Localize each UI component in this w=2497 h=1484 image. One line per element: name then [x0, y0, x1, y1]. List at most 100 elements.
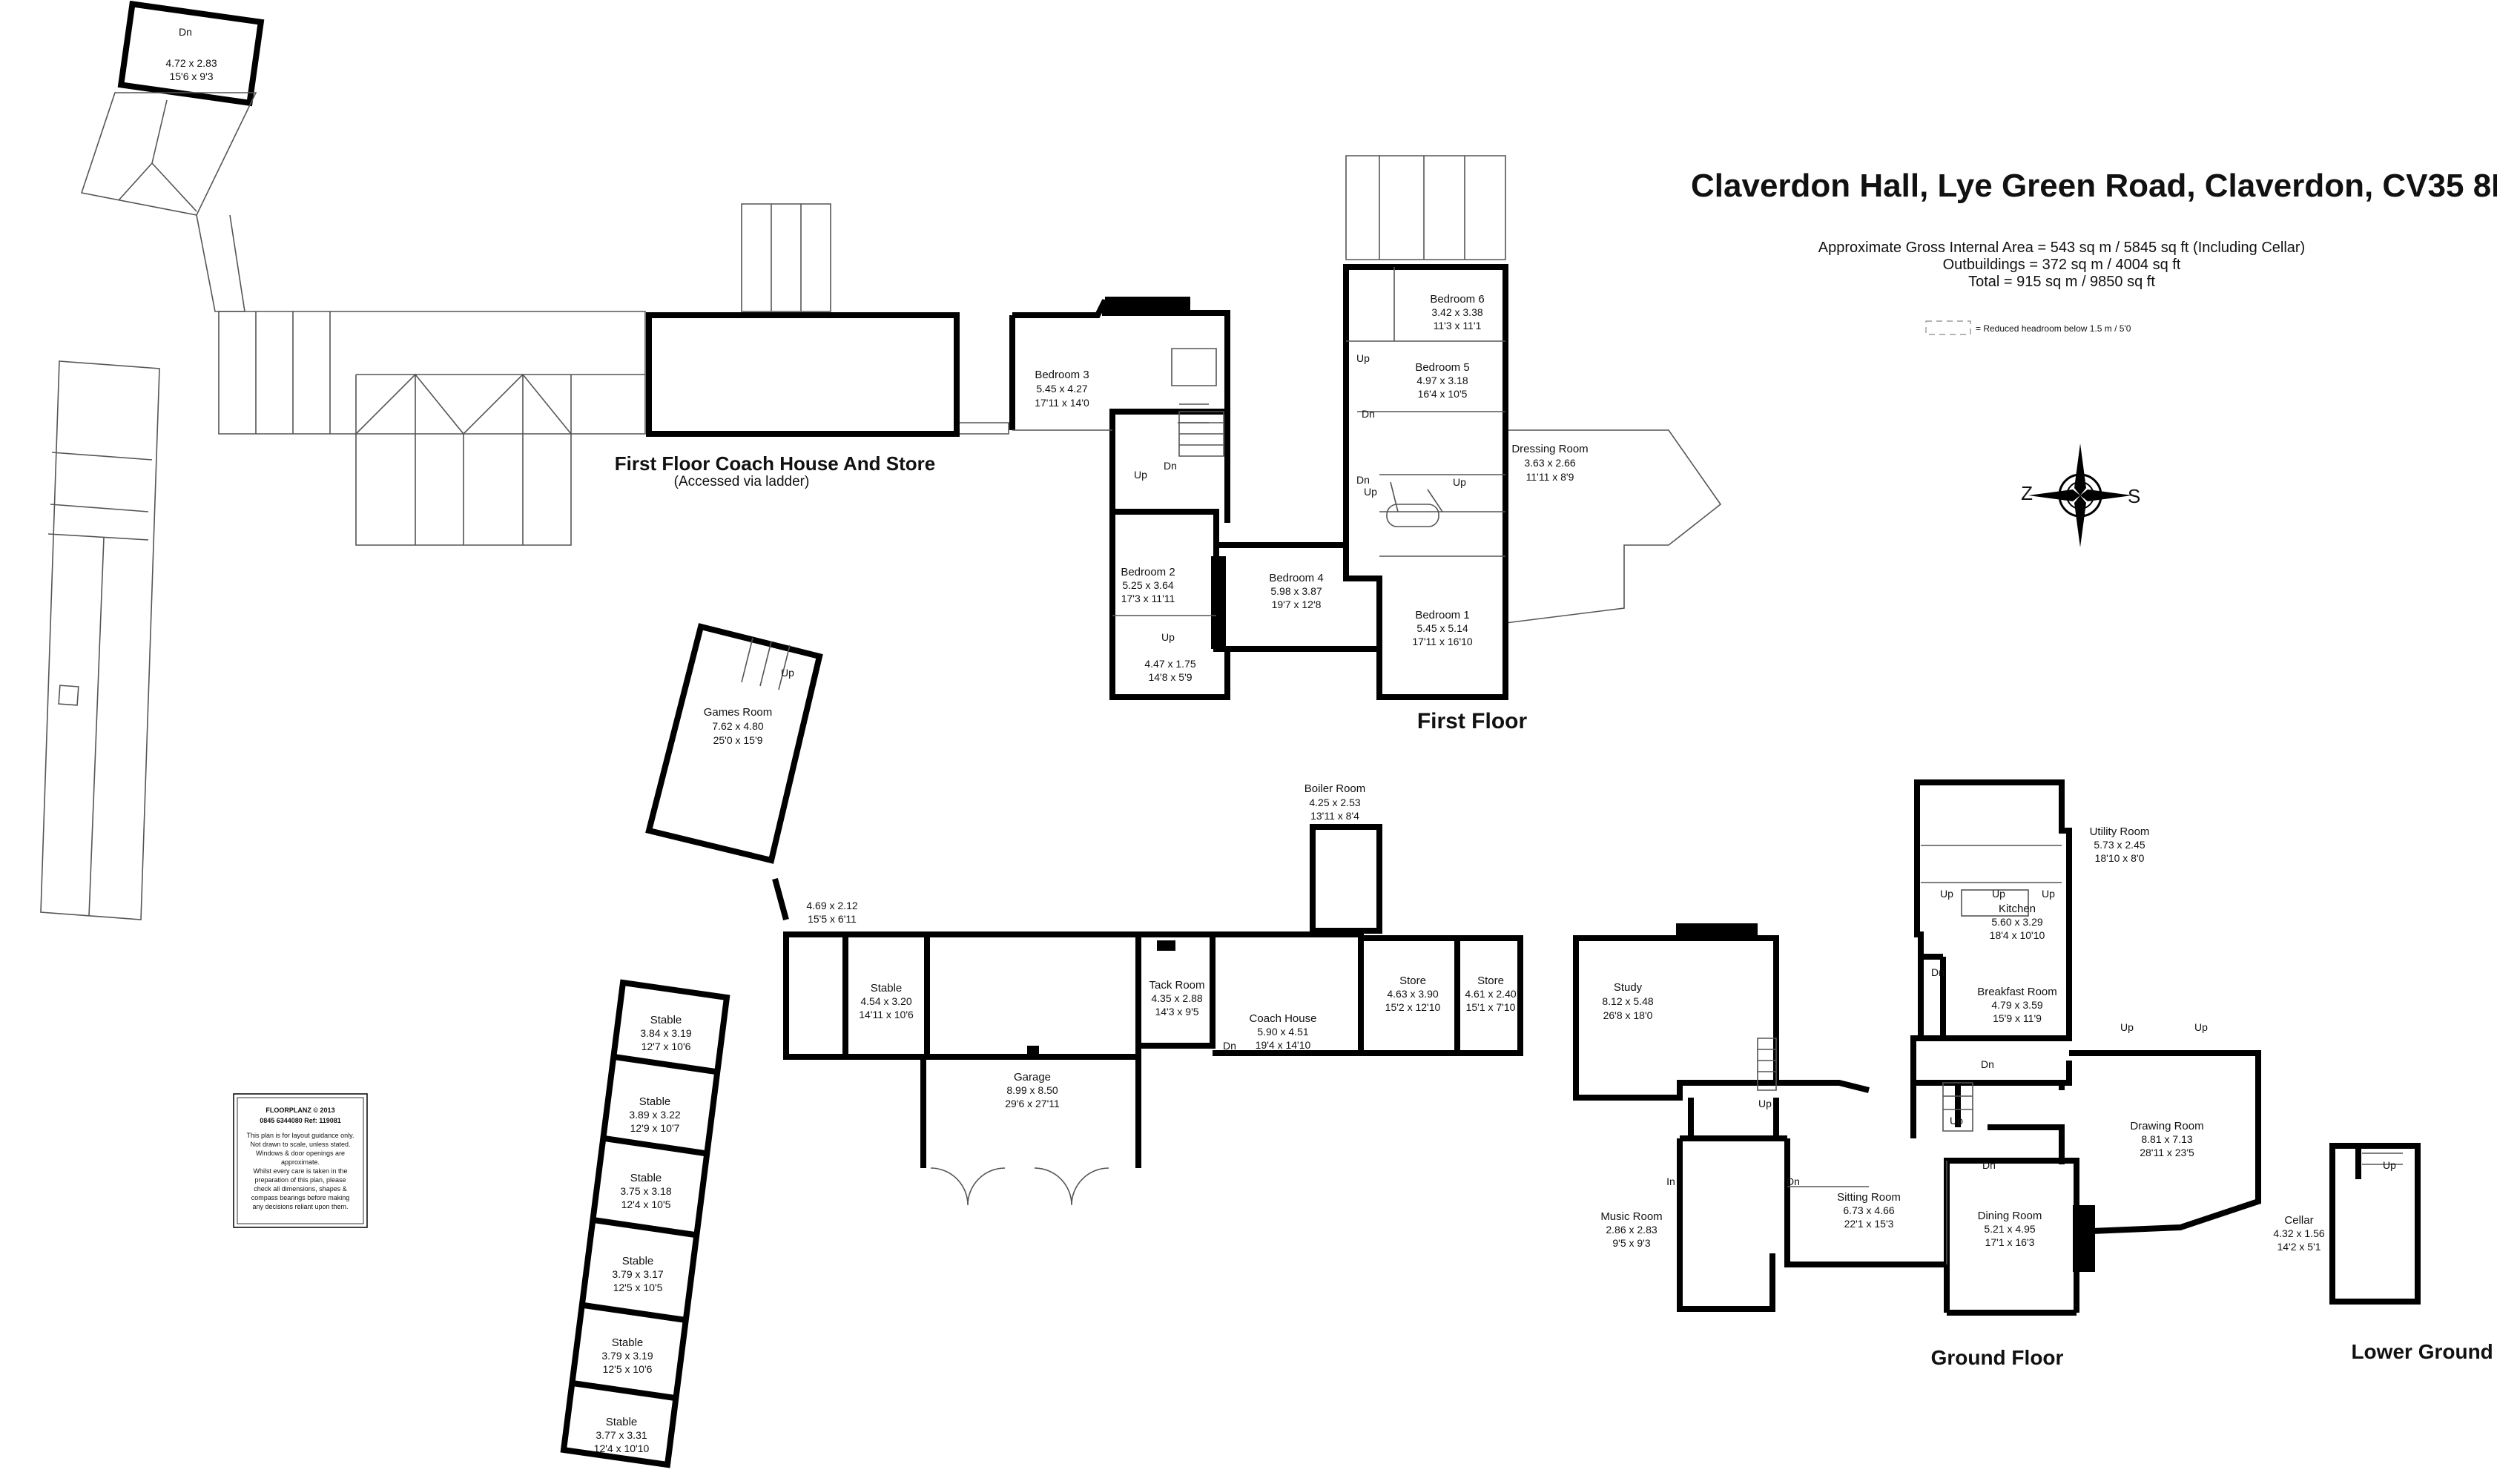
- stable-a-name: Stable: [871, 982, 903, 995]
- stable6-metric: 3.77 x 3.31: [596, 1429, 647, 1441]
- drawing-room-name: Drawing Room: [2130, 1120, 2203, 1132]
- roof-outlines: [40, 0, 1722, 920]
- disclaimer-line-3: Windows & door openings are: [256, 1150, 345, 1157]
- reduced-headroom-text: = Reduced headroom below 1.5 m / 5'0: [1976, 323, 2131, 334]
- tack-room-name: Tack Room: [1149, 979, 1204, 992]
- first-floor-coach-house: [646, 312, 960, 437]
- gf-up-label-5: Up: [2042, 888, 2055, 900]
- stable4-metric: 3.79 x 3.17: [612, 1268, 663, 1280]
- outbuildings-area: Outbuildings = 372 sq m / 4004 sq ft: [1943, 257, 2181, 273]
- games-up-label: Up: [781, 667, 794, 679]
- breakfast-room-imperial: 15'9 x 11'9: [1993, 1012, 2042, 1024]
- outbuildings-ground: [783, 824, 1523, 1206]
- disclaimer-line-9: any decisions reliant upon them.: [252, 1203, 348, 1210]
- small-room-metric: 4.47 x 1.75: [1144, 658, 1195, 670]
- compass-n: Z: [2021, 482, 2033, 504]
- drawing-room-metric: 8.81 x 7.13: [2141, 1133, 2192, 1145]
- boiler-room-metric: 4.25 x 2.53: [1309, 797, 1360, 808]
- store1-name: Store: [1399, 975, 1426, 987]
- bedroom6-metric: 3.42 x 3.38: [1431, 306, 1482, 318]
- bedroom1-name: Bedroom 1: [1415, 609, 1469, 621]
- stable4-imperial: 12'5 x 10'5: [613, 1282, 663, 1293]
- disclaimer-box: FLOORPLANZ © 2013 0845 6344080 Ref: 1190…: [233, 1093, 368, 1228]
- disclaimer-line-4: approximate.: [281, 1158, 320, 1166]
- utility-room-metric: 5.73 x 2.45: [2094, 839, 2145, 851]
- ff-up-label-5: Up: [1161, 631, 1175, 643]
- music-room-imperial: 9'5 x 9'3: [1612, 1237, 1650, 1249]
- disclaimer-phone: 0845 6344080 Ref: 119081: [260, 1117, 341, 1124]
- first-floor-title: First Floor: [1417, 709, 1528, 733]
- coach-house-metric: 5.90 x 4.51: [1257, 1026, 1308, 1038]
- stable-a-metric: 4.54 x 3.20: [860, 995, 911, 1007]
- stable6-imperial: 12'4 x 10'10: [594, 1442, 650, 1454]
- store2-imperial: 15'1 x 7'10: [1466, 1001, 1516, 1013]
- breakfast-room-metric: 4.79 x 3.59: [1991, 999, 2042, 1011]
- cellar-imperial: 14'2 x 5'1: [2277, 1241, 2320, 1253]
- games-room-outline: [645, 623, 823, 921]
- gf-dn-label-4: Dn: [1981, 1058, 1994, 1070]
- cellar-metric: 4.32 x 1.56: [2273, 1227, 2324, 1239]
- store1-metric: 4.63 x 3.90: [1387, 988, 1438, 1000]
- stable5-imperial: 12'5 x 10'6: [603, 1363, 653, 1375]
- reduced-headroom-swatch: [1925, 320, 1971, 335]
- dressing-room-name: Dressing Room: [1511, 443, 1588, 455]
- games-room-name: Games Room: [704, 706, 773, 719]
- study-imperial: 26'8 x 18'0: [1603, 1009, 1653, 1021]
- bedroom3-metric: 5.45 x 4.27: [1036, 383, 1087, 395]
- stables-labels: Stable 3.84 x 3.19 12'7 x 10'6 Stable 3.…: [594, 1014, 692, 1454]
- coach-house-floor-title: First Floor Coach House And Store: [615, 452, 935, 475]
- garage-name: Garage: [1014, 1071, 1051, 1084]
- music-room-name: Music Room: [1600, 1210, 1662, 1223]
- gf-up-label-1: Up: [1758, 1098, 1772, 1109]
- bedroom4-name: Bedroom 4: [1269, 572, 1323, 584]
- dining-room-name: Dining Room: [1978, 1210, 2042, 1222]
- gf-up-label-2: Up: [1950, 1115, 1963, 1127]
- loft-room-imperial: 15'6 x 9'3: [169, 70, 213, 82]
- bedroom1-imperial: 17'11 x 16'10: [1412, 636, 1473, 647]
- bedroom2-imperial: 17'3 x 11'11: [1121, 593, 1175, 604]
- stable3-name: Stable: [630, 1172, 662, 1184]
- boiler-room-name: Boiler Room: [1304, 782, 1366, 795]
- bedroom4-imperial: 19'7 x 12'8: [1272, 598, 1322, 610]
- music-room-metric: 2.86 x 2.83: [1606, 1224, 1657, 1236]
- total-area: Total = 915 sq m / 9850 sq ft: [1968, 274, 2155, 290]
- dining-room-metric: 5.21 x 4.95: [1984, 1223, 2035, 1235]
- sitting-room-imperial: 22'1 x 15'3: [1844, 1218, 1894, 1230]
- disclaimer-line-1: This plan is for layout guidance only.: [247, 1132, 354, 1139]
- stable2-imperial: 12'9 x 10'7: [630, 1122, 680, 1134]
- dining-room-imperial: 17'1 x 16'3: [1985, 1236, 2035, 1248]
- gf-up-label-6: Up: [2120, 1021, 2134, 1033]
- cellar-name: Cellar: [2284, 1214, 2313, 1227]
- coach-house-note: (Accessed via ladder): [674, 474, 810, 489]
- ff-up-label-2: Up: [1356, 352, 1370, 364]
- stable1-name: Stable: [650, 1014, 682, 1026]
- store1-imperial: 15'2 x 12'10: [1385, 1001, 1441, 1013]
- loft-room-metric: 4.72 x 2.83: [165, 57, 217, 69]
- stable2-metric: 3.89 x 3.22: [629, 1109, 680, 1121]
- stable3-imperial: 12'4 x 10'5: [621, 1198, 671, 1210]
- garage-metric: 8.99 x 8.50: [1006, 1084, 1058, 1096]
- stable5-name: Stable: [612, 1336, 644, 1349]
- coach-dn-label: Dn: [1223, 1040, 1236, 1052]
- lobby-imperial: 15'5 x 6'11: [808, 913, 857, 925]
- bedroom2-name: Bedroom 2: [1121, 566, 1175, 578]
- bedroom5-name: Bedroom 5: [1415, 361, 1469, 374]
- stable-a-imperial: 14'11 x 10'6: [859, 1009, 914, 1020]
- compass-s: S: [2128, 485, 2140, 507]
- sitting-room-name: Sitting Room: [1837, 1191, 1901, 1204]
- tack-room-metric: 4.35 x 2.88: [1151, 992, 1202, 1004]
- stable6-name: Stable: [606, 1416, 638, 1428]
- small-room-imperial: 14'8 x 5'9: [1148, 671, 1192, 683]
- study-name: Study: [1614, 981, 1643, 994]
- bedroom2-metric: 5.25 x 3.64: [1122, 579, 1173, 591]
- bedroom1-metric: 5.45 x 5.14: [1416, 622, 1468, 634]
- stable-block: [560, 979, 730, 1468]
- drawing-room-imperial: 28'11 x 23'5: [2140, 1147, 2194, 1158]
- ff-up-label-3: Up: [1453, 476, 1466, 488]
- ground-floor-title: Ground Floor: [1931, 1346, 2064, 1369]
- ff-dn-label-2: Dn: [1362, 408, 1375, 420]
- cellar-up-label: Up: [2383, 1159, 2396, 1171]
- ff-dn-label-1: Dn: [1164, 460, 1177, 472]
- utility-room-name: Utility Room: [2090, 825, 2150, 838]
